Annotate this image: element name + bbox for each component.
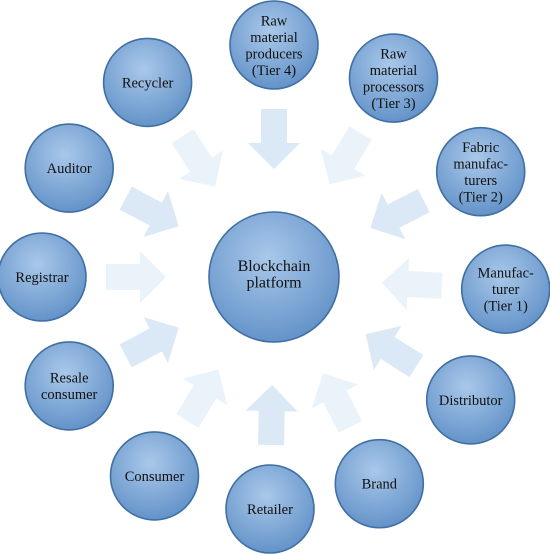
auditor-node-circle bbox=[24, 123, 114, 213]
recycler-node: Recycler bbox=[102, 37, 193, 128]
node-label-line: Raw bbox=[380, 46, 407, 62]
node-label-line: Brand bbox=[362, 477, 398, 493]
fabric-manufacturers-node-circle bbox=[435, 126, 526, 217]
arrow-to-hub bbox=[176, 369, 228, 428]
node-label-line: (Tier 1) bbox=[484, 299, 528, 315]
arrow-to-hub bbox=[171, 129, 223, 187]
node-label-line: consumer bbox=[41, 387, 98, 403]
distributor-node-circle bbox=[425, 355, 516, 445]
node-label-line: Manufac- bbox=[478, 266, 535, 282]
node-label-line: producers bbox=[245, 46, 303, 62]
node-label-line: Distributor bbox=[439, 393, 503, 409]
node-label-line: Blockchain bbox=[238, 258, 311, 275]
brand-node-circle bbox=[334, 438, 425, 529]
registrar-node-circle bbox=[0, 232, 87, 322]
recycler-node-circle bbox=[102, 37, 193, 128]
retailer-node: Retailer bbox=[225, 464, 315, 554]
arrows-layer bbox=[106, 109, 443, 446]
node-label-line: manufac- bbox=[453, 156, 508, 172]
consumer-node-circle bbox=[109, 431, 200, 521]
node-label-line: turer bbox=[492, 282, 520, 298]
auditor-node: Auditor bbox=[24, 123, 114, 213]
arrow-to-hub bbox=[365, 325, 424, 378]
raw-material-processors-node-circle bbox=[348, 33, 439, 123]
node-label-line: (Tier 3) bbox=[371, 96, 415, 112]
consumer-node: Consumer bbox=[109, 431, 200, 521]
arrow-to-hub bbox=[119, 316, 179, 368]
brand-node: Brand bbox=[334, 438, 425, 529]
node-label-line: (Tier 2) bbox=[459, 189, 503, 205]
node-label-line: turers bbox=[464, 173, 497, 189]
node-label-line: material bbox=[250, 30, 298, 46]
arrow-to-hub bbox=[106, 251, 166, 303]
node-label-line: Consumer bbox=[125, 469, 185, 485]
raw-material-producers-node-circle bbox=[229, 0, 319, 90]
arrow-to-hub bbox=[320, 126, 372, 185]
registrar-node: Registrar bbox=[0, 232, 87, 322]
node-label-line: processors bbox=[363, 79, 425, 95]
arrow-to-hub bbox=[245, 385, 298, 446]
arrow-to-hub bbox=[311, 373, 362, 433]
arrow-to-hub bbox=[370, 189, 430, 240]
arrow-to-hub bbox=[381, 258, 443, 310]
distributor-node: Distributor bbox=[425, 355, 516, 445]
resale-consumer-node-circle bbox=[24, 341, 114, 431]
node-label-line: Fabric bbox=[462, 140, 499, 156]
node-label-line: material bbox=[370, 63, 418, 79]
node-label-line: Registrar bbox=[15, 270, 68, 286]
blockchain-platform-node-circle bbox=[208, 211, 340, 343]
node-label-line: (Tier 4) bbox=[252, 63, 296, 79]
node-label-line: platform bbox=[246, 274, 302, 291]
node-label-line: Resale bbox=[50, 371, 89, 387]
manufacturer-node: Manufac-turer(Tier 1) bbox=[460, 244, 550, 334]
arrow-to-hub bbox=[248, 109, 300, 169]
node-label-line: Auditor bbox=[47, 161, 92, 177]
arrow-to-hub bbox=[119, 186, 179, 238]
retailer-node-circle bbox=[225, 464, 315, 554]
node-label-line: Recycler bbox=[122, 75, 174, 91]
node-label-line: Raw bbox=[261, 13, 288, 29]
node-label-line: Retailer bbox=[247, 502, 293, 518]
